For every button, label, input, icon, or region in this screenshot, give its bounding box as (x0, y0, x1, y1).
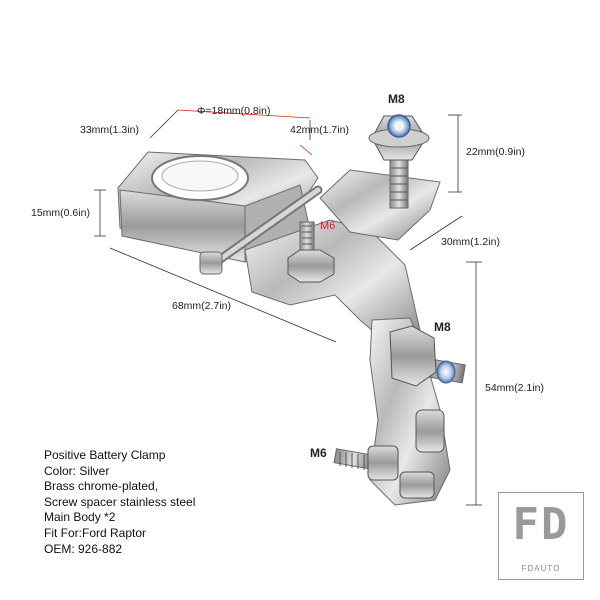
dim-bolt-height: 22mm(0.9in) (466, 146, 525, 158)
dim-width-mid: 42mm(1.7in) (290, 124, 349, 136)
spec-line: Main Body *2 (44, 510, 116, 525)
label-m8-top: M8 (388, 92, 405, 106)
label-m6-red: M6 (320, 220, 336, 232)
dim-hole-diameter: Φ=18mm(0.8in) (197, 105, 271, 117)
label-m8-side: M8 (434, 320, 451, 334)
m8-side-nut (389, 325, 466, 387)
dim-arm-width: 30mm(1.2in) (441, 236, 500, 248)
brand-logo: FD FDAUTO (498, 492, 584, 580)
spec-line: Fit For:Ford Raptor (44, 525, 147, 540)
spec-list: Positive Battery Clamp Color: Silver Bra… (44, 448, 195, 557)
m6-bottom-bolt (333, 409, 445, 499)
m8-top-nut (368, 114, 430, 209)
connector-arm (244, 169, 441, 351)
spec-line: Brass chrome-plated, (44, 479, 159, 494)
dim-length: 68mm(2.7in) (172, 300, 231, 312)
dim-width-top: 33mm(1.3in) (80, 124, 139, 136)
logo-mark: FD (512, 499, 570, 550)
logo-name: FDAUTO (521, 564, 561, 573)
m6-stud-nut (287, 221, 335, 283)
spec-line: Color: Silver (44, 463, 110, 478)
label-m6-bottom: M6 (310, 446, 327, 460)
spec-line: Screw spacer stainless steel (44, 494, 196, 509)
spec-line: OEM: 926-882 (44, 541, 123, 556)
dim-bracket-height: 54mm(2.1in) (485, 382, 544, 394)
clamp-screw (199, 185, 323, 275)
dim-clamp-height: 15mm(0.6in) (31, 207, 90, 219)
spec-line: Positive Battery Clamp (44, 448, 166, 462)
dimension-lines (94, 109, 482, 506)
